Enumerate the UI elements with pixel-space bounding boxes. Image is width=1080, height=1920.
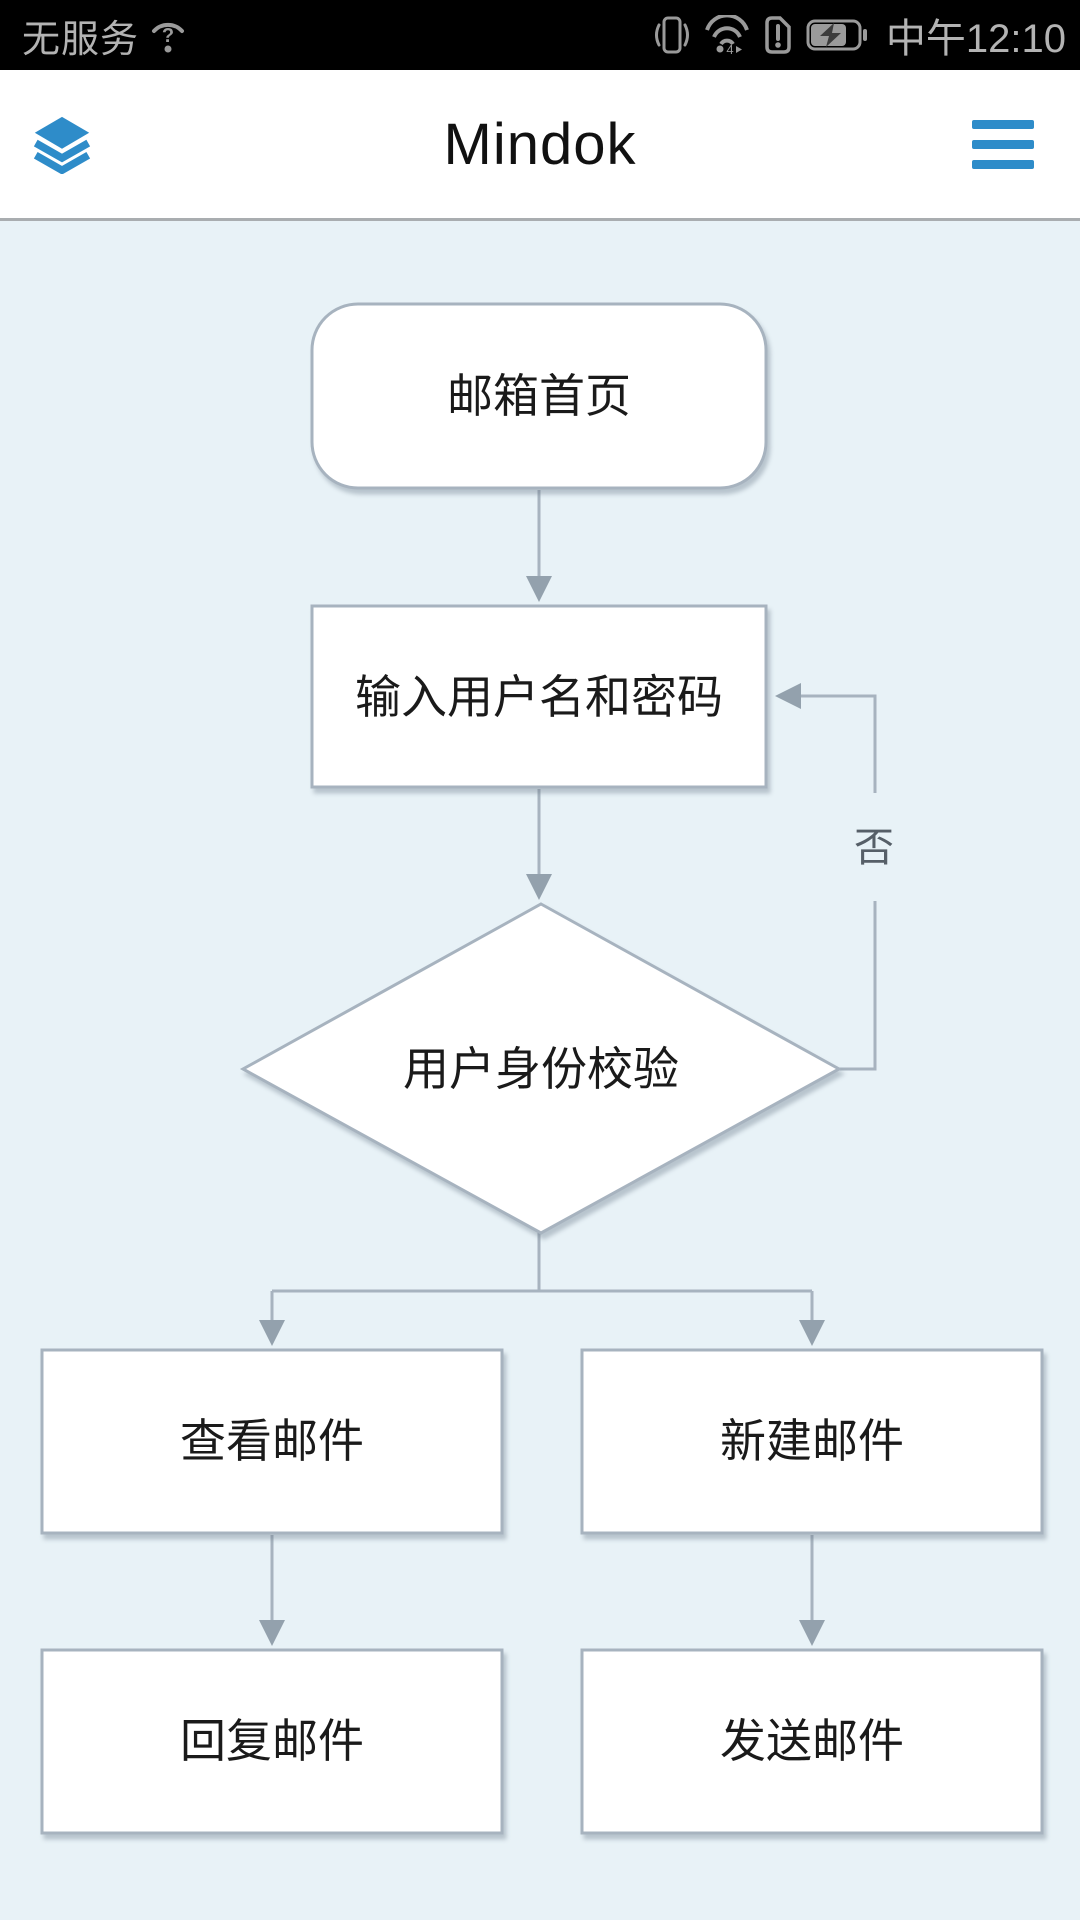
node-send-label: 发送邮件 xyxy=(720,1715,904,1767)
node-reply-shape[interactable] xyxy=(40,1648,504,1835)
app-header: Mindok xyxy=(0,70,1080,221)
node-create-label: 新建邮件 xyxy=(720,1415,904,1467)
battery-charging-icon xyxy=(806,19,867,51)
status-bar-right: 4 中午12:10 xyxy=(652,6,1066,64)
node-start-shape[interactable] xyxy=(310,302,768,490)
sim-warning-icon xyxy=(765,16,791,54)
node-start-label: 邮箱首页 xyxy=(447,370,631,422)
vibrate-icon xyxy=(654,16,689,54)
node-verify-label: 用户身份校验 xyxy=(403,1043,679,1095)
carrier-label: 无服务 xyxy=(22,18,140,61)
wifi-unknown-icon: ? xyxy=(152,22,185,53)
edge-label-backdrop xyxy=(848,793,902,901)
node-create-shape[interactable] xyxy=(580,1348,1044,1535)
node-reply-label: 回复邮件 xyxy=(180,1715,364,1767)
flowchart-canvas: 否 邮箱首页 输入用户名和密码 用户身份校验 查看邮件 新建邮件 回复邮件 发送… xyxy=(40,302,1044,1835)
wifi-icon: 4 xyxy=(704,15,749,55)
svg-text:4: 4 xyxy=(726,42,733,55)
node-view-shape[interactable] xyxy=(40,1348,504,1535)
layers-icon[interactable] xyxy=(32,114,92,175)
node-view-label: 查看邮件 xyxy=(180,1415,364,1467)
page-title: Mindok xyxy=(443,111,637,177)
svg-text:?: ? xyxy=(162,25,174,47)
clock-label: 中午12:10 xyxy=(885,17,1066,61)
node-input-label: 输入用户名和密码 xyxy=(355,671,723,723)
status-bar: 无服务 ? 4 xyxy=(0,0,1080,70)
hamburger-menu-icon[interactable] xyxy=(972,120,1034,169)
edge-label-no: 否 xyxy=(854,826,894,870)
node-send-shape[interactable] xyxy=(580,1648,1044,1835)
node-input-shape[interactable] xyxy=(310,604,768,789)
node-verify-shape[interactable] xyxy=(239,902,843,1235)
status-bar-left: 无服务 ? xyxy=(22,8,185,63)
